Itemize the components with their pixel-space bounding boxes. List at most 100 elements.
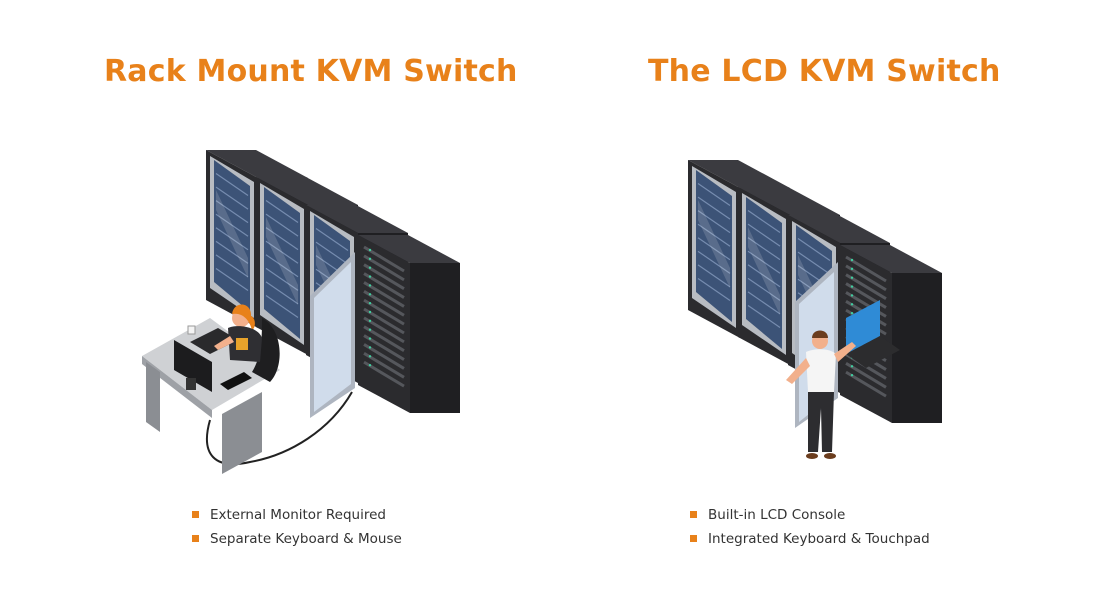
server-unit	[797, 251, 831, 275]
lcd-kvm-title: The LCD KVM Switch	[648, 54, 1001, 89]
status-led	[850, 311, 854, 315]
status-led	[368, 293, 372, 296]
kvm-unit	[220, 372, 252, 390]
server-unit	[747, 291, 781, 315]
shirt-print	[236, 338, 248, 350]
status-led	[368, 319, 372, 323]
server-unit	[747, 304, 781, 328]
feature-item: Built-in LCD Console	[690, 505, 930, 529]
bullet-square-icon	[690, 511, 697, 518]
status-led	[368, 301, 372, 305]
server-unit	[797, 238, 831, 262]
status-led	[850, 267, 854, 271]
server-unit	[747, 264, 781, 288]
status-led	[368, 337, 372, 340]
server-unit	[265, 254, 299, 278]
server-unit	[315, 228, 349, 252]
server-unit	[215, 213, 249, 237]
status-led	[850, 373, 854, 377]
server-unit	[697, 183, 731, 207]
server-unit	[363, 316, 405, 344]
server-unit	[845, 273, 887, 301]
desk-leg	[146, 362, 160, 432]
server-unit	[747, 237, 781, 261]
status-led	[368, 363, 372, 367]
feature-text: Built-in LCD Console	[708, 507, 846, 523]
rack-door-glass	[696, 170, 732, 322]
rack-top	[788, 215, 890, 243]
rack-door-glass	[746, 197, 782, 349]
rack-mount-kvm-section: Rack Mount KVM Switch External Monitor R…	[104, 54, 518, 553]
feature-item: Separate Keyboard & Mouse	[192, 529, 402, 553]
shoe	[824, 453, 836, 459]
external-monitor-icon	[174, 340, 212, 392]
feature-text: External Monitor Required	[210, 507, 386, 523]
server-unit	[215, 240, 249, 264]
server-unit	[265, 213, 299, 237]
server-unit	[215, 227, 249, 251]
server-unit	[363, 334, 405, 361]
open-door-glass	[314, 262, 351, 412]
server-unit	[363, 289, 405, 317]
server-unit	[363, 351, 405, 379]
chair-icon	[252, 318, 280, 382]
server-unit	[315, 241, 349, 265]
server-unit	[697, 223, 731, 247]
arm-right	[834, 342, 856, 362]
server-unit	[363, 254, 405, 282]
status-led	[850, 303, 854, 306]
server-unit	[845, 361, 887, 389]
integrated-keyboard	[846, 336, 900, 368]
server-unit	[265, 200, 299, 224]
shirt	[806, 349, 836, 392]
server-unit	[265, 240, 299, 264]
server-unit	[215, 254, 249, 278]
rack-mount-kvm-title: Rack Mount KVM Switch	[104, 54, 518, 89]
status-led	[850, 258, 854, 262]
status-led	[850, 276, 854, 279]
status-led	[368, 275, 372, 278]
arm	[214, 336, 234, 350]
monitor-stand	[186, 378, 196, 390]
status-led	[850, 285, 854, 288]
server-unit	[697, 210, 731, 234]
server-unit	[215, 200, 249, 224]
server-unit	[265, 281, 299, 305]
server-unit	[747, 277, 781, 301]
rack-top	[206, 150, 308, 178]
server-unit	[747, 223, 781, 247]
server-unit	[265, 267, 299, 291]
status-led	[850, 294, 854, 297]
rack-side	[892, 273, 942, 423]
server-unit	[215, 267, 249, 291]
server-unit	[265, 294, 299, 318]
keyboard-icon	[190, 328, 238, 354]
server-rack-icon	[358, 235, 460, 413]
lcd-kvm-section: The LCD KVM Switch Built-in LCD Console …	[560, 0, 1100, 600]
lcd-kvm-illustration	[688, 160, 942, 459]
server-unit	[697, 264, 731, 288]
server-unit	[747, 250, 781, 274]
server-unit	[363, 272, 405, 299]
hair	[232, 304, 255, 330]
status-led	[368, 257, 372, 261]
server-unit	[215, 173, 249, 197]
glass-reflection	[698, 200, 730, 288]
server-unit	[697, 237, 731, 261]
server-unit	[363, 343, 405, 370]
rack-top	[738, 187, 840, 215]
status-led	[368, 310, 372, 314]
status-led	[368, 328, 372, 331]
server-unit	[363, 263, 405, 291]
rack-door-glass	[214, 160, 250, 312]
server-unit	[697, 277, 731, 301]
server-unit	[363, 281, 405, 308]
rack-top	[306, 205, 408, 233]
server-unit	[845, 370, 887, 398]
server-unit	[363, 245, 405, 273]
glass-reflection	[748, 227, 780, 315]
rack-top	[688, 160, 790, 188]
server-unit	[363, 360, 405, 388]
server-unit	[747, 210, 781, 234]
server-unit	[845, 264, 887, 292]
